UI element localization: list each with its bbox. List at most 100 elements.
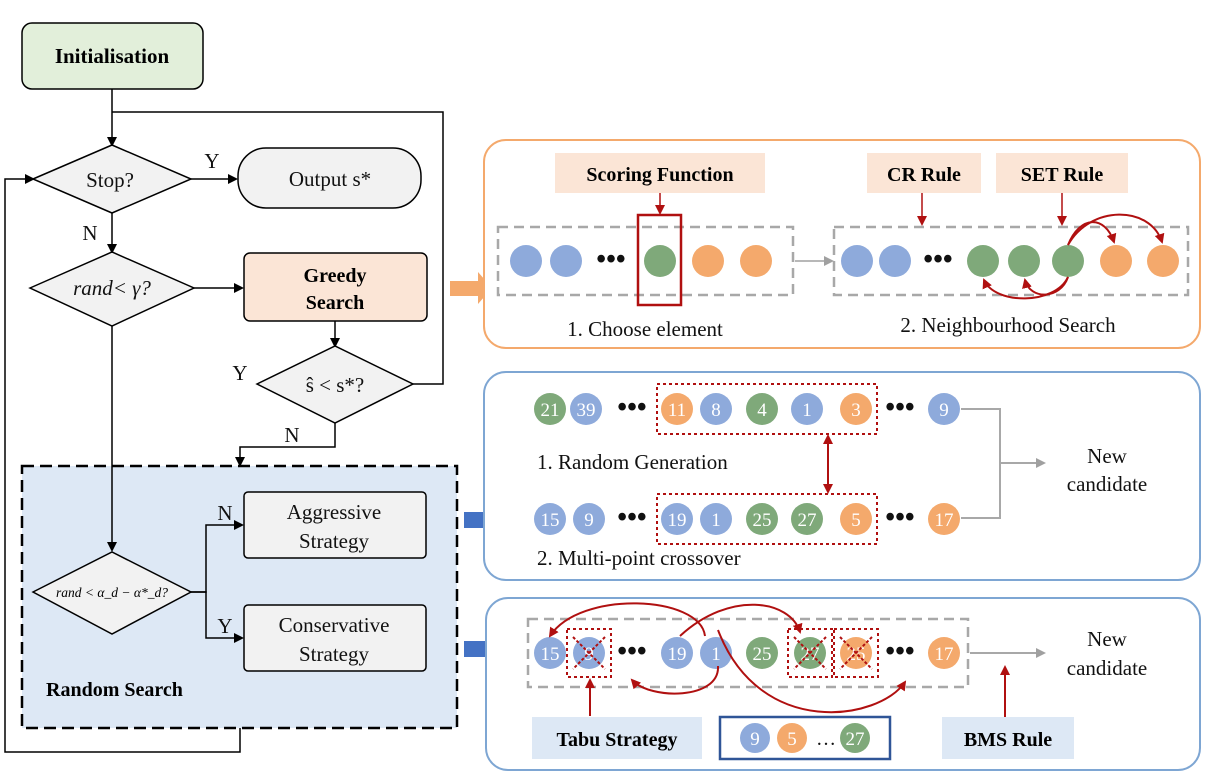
tabu-marker-1-cross bbox=[572, 636, 606, 670]
set-swap-arc-4 bbox=[982, 276, 1069, 300]
greedy-right-node-blue-1 bbox=[841, 245, 873, 277]
tabu-list-node-1-label: 5 bbox=[787, 729, 797, 750]
crossover-row1-node-6-circle bbox=[840, 393, 872, 425]
tabu-row-ellipsis-2: ••• bbox=[885, 636, 914, 667]
tabu-row-node-6-label: 25 bbox=[847, 644, 866, 665]
greedy-right-node-orange-2 bbox=[1147, 245, 1179, 277]
crossover-row1-node-7-circle bbox=[928, 393, 960, 425]
crossover-row1-node-0-label: 21 bbox=[541, 400, 560, 421]
aggressive-strategy-box bbox=[243, 491, 427, 559]
tabu-row-node-3-label: 1 bbox=[711, 644, 721, 665]
tabu-strategy-tag bbox=[532, 717, 702, 759]
greedy-left-node-blue-1 bbox=[510, 245, 542, 277]
tabu-marker-2-box bbox=[787, 628, 833, 678]
crossover-row1-node-3-circle bbox=[700, 393, 732, 425]
tabu-arc-3 bbox=[630, 665, 720, 695]
crossover-row2-node-4-circle bbox=[746, 503, 778, 535]
tabu-row-node-7-label: 17 bbox=[935, 644, 954, 665]
crossover-row2-node-0-label: 15 bbox=[541, 510, 560, 531]
tabu-list-node-3-label: 27 bbox=[846, 729, 865, 750]
crossover-row2-node-6-circle bbox=[840, 503, 872, 535]
crossover-segment-2 bbox=[656, 493, 878, 545]
tabu-row-node-4-label: 25 bbox=[753, 644, 772, 665]
crossover-row2-node-5-label: 27 bbox=[798, 510, 817, 531]
output-label: Output s* bbox=[289, 167, 371, 191]
greedy-right-ellipsis: ••• bbox=[923, 244, 952, 275]
tabu-row: 15 9 19 1 25 27 25 17 ••• ••• bbox=[534, 628, 960, 678]
tabu-new-label: New bbox=[1087, 627, 1127, 651]
tabu-row-ellipsis-1: ••• bbox=[617, 636, 646, 667]
crossover-row2-node-1-label: 9 bbox=[584, 510, 594, 531]
tabu-row-node-4-circle bbox=[746, 637, 778, 669]
crossover-row1-node-6-label: 3 bbox=[851, 400, 861, 421]
tabu-list-node-0-circle bbox=[740, 723, 770, 753]
greedy-right-node-green-1 bbox=[967, 245, 999, 277]
crossover-row1-node-4-circle bbox=[746, 393, 778, 425]
rand-gamma-label: rand< γ? bbox=[73, 276, 151, 300]
crossover-row1-node-2-label: 11 bbox=[668, 400, 686, 421]
crossover-row1-node-0-circle bbox=[534, 393, 566, 425]
tabu-row-node-2-label: 19 bbox=[668, 644, 687, 665]
crossover-row1-node-1-circle bbox=[570, 393, 602, 425]
greedy-left-node-orange-1 bbox=[692, 245, 724, 277]
tabu-arc-4 bbox=[717, 629, 907, 714]
set-rule-tag bbox=[996, 153, 1128, 193]
tabu-sequence-box bbox=[526, 617, 970, 689]
tabu-list-node-3-circle bbox=[840, 723, 870, 753]
alpha-no-label: N bbox=[217, 501, 232, 525]
conservative-strategy-box bbox=[243, 604, 427, 672]
greedy-label-1: Greedy bbox=[304, 265, 367, 287]
scoring-function-tag bbox=[555, 153, 765, 193]
tabu-marker-2-cross bbox=[793, 636, 827, 670]
output-box bbox=[237, 147, 422, 209]
set-rule-label: SET Rule bbox=[1021, 164, 1104, 186]
crossover-row2-ellipsis-2: ••• bbox=[885, 502, 914, 533]
crossover-row1-node-5-circle bbox=[791, 393, 823, 425]
compare-no-label: N bbox=[284, 423, 299, 447]
tabu-marker-3-cross bbox=[839, 636, 873, 670]
aggressive-label-1: Aggressive bbox=[287, 500, 381, 524]
crossover-row2-node-2-label: 19 bbox=[668, 510, 687, 531]
greedy-step1-label: 1. Choose element bbox=[567, 317, 723, 341]
crossover-row1-node-4-label: 4 bbox=[757, 400, 767, 421]
bms-rule-tag bbox=[942, 717, 1074, 759]
greedy-right-node-orange-1 bbox=[1100, 245, 1132, 277]
compare-label: ŝ < s*? bbox=[306, 373, 365, 397]
tabu-row-node-0-label: 15 bbox=[541, 644, 560, 665]
crossover-row2-node-6-label: 5 bbox=[851, 510, 861, 531]
crossover-row2-node-7-label: 17 bbox=[935, 510, 954, 531]
crossover-step2-label: 2. Multi-point crossover bbox=[537, 546, 741, 570]
alpha-yes-label: Y bbox=[217, 614, 232, 638]
tabu-row-node-0-circle bbox=[534, 637, 566, 669]
conservative-label-1: Conservative bbox=[279, 613, 390, 637]
greedy-left-node-blue-2 bbox=[550, 245, 582, 277]
scoring-function-label: Scoring Function bbox=[586, 164, 733, 186]
tabu-row-node-7-circle bbox=[928, 637, 960, 669]
tabu-row-node-5-label: 27 bbox=[801, 644, 820, 665]
tabu-candidate-label: candidate bbox=[1067, 656, 1147, 680]
stop-yes-label: Y bbox=[204, 149, 219, 173]
greedy-left-node-green bbox=[644, 245, 676, 277]
greedy-step2-label: 2. Neighbourhood Search bbox=[900, 313, 1116, 337]
cr-rule-label: CR Rule bbox=[887, 164, 961, 186]
tabu-row-node-1-label: 9 bbox=[584, 644, 594, 665]
crossover-panel bbox=[483, 371, 1201, 581]
crossover-row1-ellipsis-2: ••• bbox=[885, 392, 914, 423]
greedy-right-node-green-3 bbox=[1052, 245, 1084, 277]
neighbourhood-sequence-box bbox=[832, 225, 1190, 297]
crossover-row1-node-3-label: 8 bbox=[711, 400, 721, 421]
aggressive-label-2: Strategy bbox=[299, 529, 369, 553]
crossover-row1-ellipsis-1: ••• bbox=[617, 392, 646, 423]
crossover-row2-node-0-circle bbox=[534, 503, 566, 535]
tabu-marker-1-box bbox=[566, 628, 612, 678]
crossover-row2-node-3-label: 1 bbox=[711, 510, 721, 531]
crossover-row1-node-7-label: 9 bbox=[939, 400, 949, 421]
stop-label: Stop? bbox=[86, 168, 134, 192]
crossover-row2-node-4-label: 25 bbox=[753, 510, 772, 531]
random-search-label: Random Search bbox=[46, 679, 183, 701]
crossover-step1-label: 1. Random Generation bbox=[537, 450, 728, 474]
crossover-row1-node-1-label: 39 bbox=[577, 400, 596, 421]
set-swap-arc-2 bbox=[1067, 213, 1165, 246]
